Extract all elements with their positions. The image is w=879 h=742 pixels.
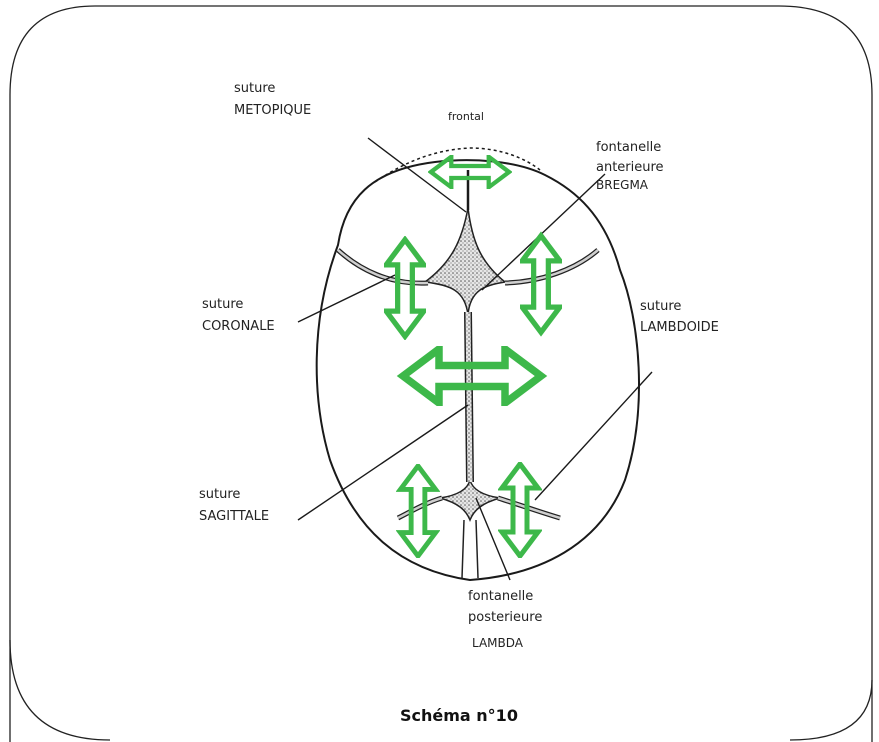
label-suture-lambdoide-2: LAMBDOIDE <box>640 320 719 335</box>
label-suture-sagittale-1: suture <box>199 487 241 502</box>
label-suture-metopique-2: METOPIQUE <box>234 103 312 118</box>
label-fontanelle-anterieure-3: BREGMA <box>596 178 649 192</box>
label-frontal: frontal <box>448 110 484 123</box>
sagittal-suture-inner <box>465 311 473 483</box>
label-suture-coronale-2: CORONALE <box>202 319 275 334</box>
label-suture-coronale-1: suture <box>202 297 244 312</box>
posterior-fontanelle <box>439 479 501 523</box>
label-suture-metopique-1: suture <box>234 81 276 96</box>
diagram-caption: Schéma n°10 <box>400 706 518 725</box>
diagram-frame <box>9 5 873 742</box>
occipital-lines <box>461 519 479 579</box>
label-suture-lambdoide-1: suture <box>640 299 682 314</box>
leader-lines <box>297 137 653 581</box>
lambdoid-suture-right-inner <box>497 496 561 520</box>
label-fontanelle-posterieure-1: fontanelle <box>468 589 534 604</box>
label-fontanelle-posterieure-3: LAMBDA <box>472 636 523 650</box>
label-fontanelle-posterieure-2: posterieure <box>468 610 543 625</box>
lambdoid-suture-left-inner <box>397 496 443 520</box>
label-suture-sagittale-2: SAGITTALE <box>199 509 270 524</box>
label-fontanelle-anterieure-2: anterieure <box>596 160 664 175</box>
coronal-suture-left-inner <box>337 249 429 285</box>
label-fontanelle-anterieure-1: fontanelle <box>596 140 662 155</box>
diagram-frame-bottom <box>9 639 873 741</box>
coronal-suture-right-inner <box>504 249 599 285</box>
skull-outline <box>315 159 640 582</box>
frontal-dashed-edge <box>374 147 541 183</box>
